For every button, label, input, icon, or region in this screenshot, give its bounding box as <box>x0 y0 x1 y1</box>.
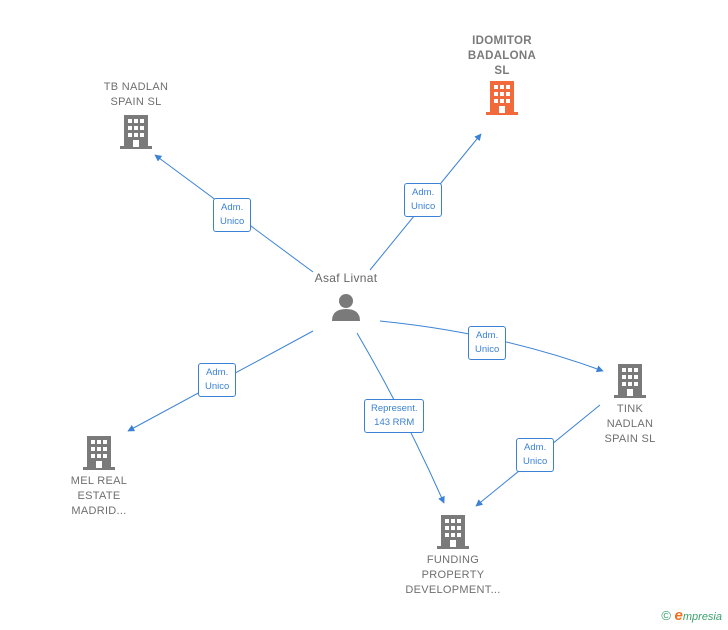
building-icon <box>437 515 469 549</box>
edge-label-idomitor[interactable]: Adm. Unico <box>404 183 443 217</box>
node-mel-real-estate-label: MEL REAL ESTATE MADRID... <box>70 475 128 517</box>
node-funding-property[interactable]: FUNDING PROPERTY DEVELOPMENT... <box>393 515 513 598</box>
node-tb-nadlan[interactable]: TB NADLAN SPAIN SL <box>86 80 186 149</box>
brand-footer: © empresia <box>661 607 722 624</box>
brand-logo-text: mpresia <box>682 611 722 623</box>
node-mel-real-estate[interactable]: MEL REAL ESTATE MADRID... <box>49 436 149 519</box>
building-icon <box>120 115 152 149</box>
building-icon <box>83 436 115 470</box>
node-asaf-livnat-label: Asaf Livnat <box>314 271 378 285</box>
edge-label-tb-nadlan[interactable]: Adm. Unico <box>213 198 252 232</box>
edge-label-tink[interactable]: Adm. Unico <box>468 326 507 360</box>
person-icon <box>332 294 360 321</box>
copyright-symbol: © <box>661 608 671 623</box>
node-tb-nadlan-label: TB NADLAN SPAIN SL <box>103 81 169 108</box>
edge-label-tink-funding[interactable]: Adm. Unico <box>516 438 555 472</box>
node-asaf-livnat[interactable]: Asaf Livnat <box>296 271 396 322</box>
building-icon <box>614 364 646 398</box>
edge-label-funding-represent[interactable]: Represent. 143 RRM <box>364 399 425 433</box>
node-idomitor[interactable]: IDOMITOR BADALONA SL <box>452 34 552 115</box>
building-icon <box>486 81 518 115</box>
node-tink-nadlan-label: TINK NADLAN SPAIN SL <box>604 403 656 445</box>
node-idomitor-label: IDOMITOR BADALONA SL <box>467 35 537 77</box>
node-funding-property-label: FUNDING PROPERTY DEVELOPMENT... <box>405 554 501 596</box>
brand-logo-e: e <box>674 607 683 624</box>
node-tink-nadlan[interactable]: TINK NADLAN SPAIN SL <box>580 364 680 447</box>
edge-label-mel[interactable]: Adm. Unico <box>198 363 237 397</box>
